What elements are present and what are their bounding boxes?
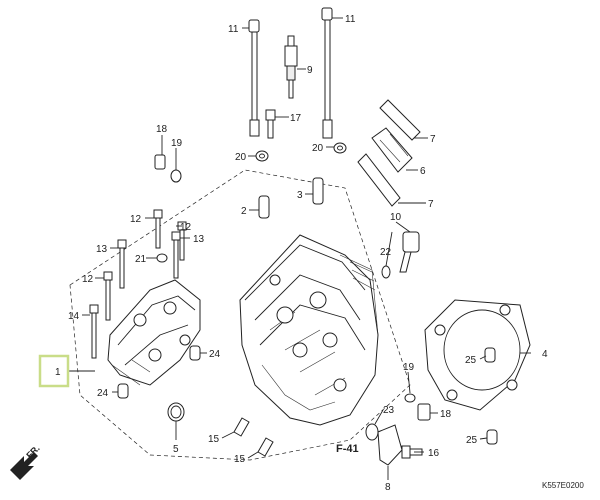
callout-12-b: 12 (180, 222, 192, 233)
callout-18-left: 18 (156, 124, 168, 135)
callout-25-lower: 25 (466, 435, 478, 446)
bolt-18-right[interactable] (417, 403, 431, 421)
callout-6: 6 (420, 166, 426, 177)
callout-19-right: 19 (403, 362, 415, 373)
callout-15-a: 15 (208, 434, 220, 445)
bolt-13-a[interactable] (117, 239, 127, 289)
guide-7-lower[interactable] (357, 153, 401, 207)
dowel-25-lower[interactable] (486, 429, 498, 445)
cylinder-head[interactable] (239, 234, 379, 426)
o-ring-22[interactable] (381, 265, 391, 279)
callout-22: 22 (380, 247, 392, 258)
dowel-pin-3[interactable] (312, 177, 324, 205)
bolt-12-a[interactable] (153, 209, 163, 249)
callout-12-a: 12 (130, 214, 142, 225)
spark-plug[interactable] (284, 35, 298, 99)
callout-7-upper: 7 (430, 134, 436, 145)
callout-16: 16 (428, 448, 440, 459)
washer-19-right[interactable] (404, 393, 416, 403)
callout-9: 9 (307, 65, 313, 76)
callout-14: 14 (68, 311, 80, 322)
callout-13-a: 13 (96, 244, 108, 255)
callout-21: 21 (135, 254, 147, 265)
dowel-25-upper[interactable] (484, 347, 496, 363)
long-bolt-left[interactable] (248, 19, 260, 137)
washer-20-left[interactable] (255, 150, 269, 162)
bolt-14[interactable] (89, 304, 99, 359)
callout-17: 17 (290, 113, 302, 124)
washer-21[interactable] (156, 253, 168, 263)
guide-6[interactable] (371, 127, 413, 173)
callout-10: 10 (390, 212, 402, 223)
callout-1: 1 (55, 367, 61, 378)
callout-19-left: 19 (171, 138, 183, 149)
callout-11-left: 11 (228, 24, 239, 35)
water-fitting[interactable] (377, 424, 403, 466)
callout-2: 2 (241, 206, 247, 217)
bolt-17[interactable] (265, 109, 276, 139)
callout-20-right: 20 (312, 143, 324, 154)
guide-7-upper[interactable] (379, 99, 421, 141)
callout-11-right: 11 (345, 14, 356, 25)
bolt-12-c[interactable] (103, 271, 113, 321)
callout-18-right: 18 (440, 409, 452, 420)
callout-3: 3 (297, 190, 303, 201)
callout-12-c: 12 (82, 274, 94, 285)
dowel-pin-2[interactable] (258, 195, 270, 219)
bolt-18-left[interactable] (154, 154, 166, 170)
leader-lines (68, 17, 531, 480)
dowel-24-a[interactable] (189, 345, 201, 361)
callout-15-b: 15 (234, 454, 246, 465)
o-ring-5[interactable] (167, 402, 185, 422)
dowel-24-b[interactable] (117, 383, 129, 399)
camshaft-holder[interactable] (107, 279, 201, 386)
reference-label: F-41 (336, 443, 359, 455)
callout-20-left: 20 (235, 152, 247, 163)
front-arrow-icon: FR. (10, 443, 42, 480)
callout-1-highlight[interactable]: 1 (38, 354, 70, 388)
o-ring-23[interactable] (365, 423, 379, 441)
callout-13-b: 13 (193, 234, 205, 245)
callout-5: 5 (173, 444, 179, 455)
callout-24-a: 24 (209, 349, 221, 360)
long-bolt-right[interactable] (321, 7, 333, 139)
assembly-outline (69, 169, 411, 461)
temp-sensor[interactable] (399, 231, 420, 273)
callout-4: 4 (542, 349, 548, 360)
callout-7-lower: 7 (428, 199, 434, 210)
washer-20-right[interactable] (333, 142, 347, 154)
cylinder-gasket[interactable] (424, 299, 531, 411)
callout-25-upper: 25 (465, 355, 477, 366)
washer-19-left[interactable] (170, 169, 182, 183)
figure-code: K557E0200 (542, 481, 584, 490)
dowel-15-a[interactable] (233, 417, 250, 437)
dowel-15-b[interactable] (257, 437, 274, 457)
front-label: FR. (24, 443, 41, 460)
bolt-13-b[interactable] (171, 231, 181, 279)
callout-24-b: 24 (97, 388, 109, 399)
callouts: 11 11 9 17 20 20 2 3 7 6 7 10 22 4 25 25… (68, 14, 548, 493)
callout-8: 8 (385, 482, 391, 493)
callout-23: 23 (383, 405, 395, 416)
